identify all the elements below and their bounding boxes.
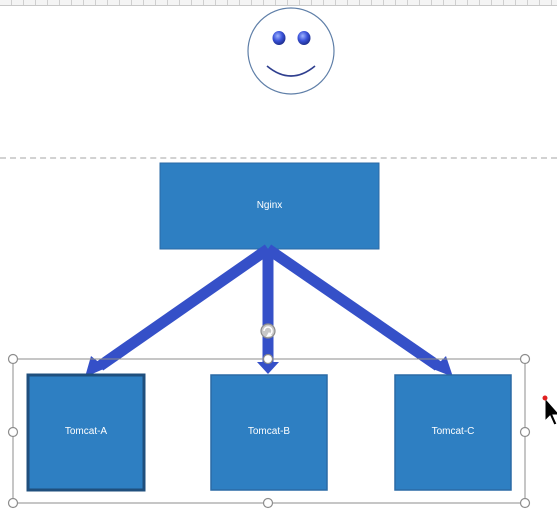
resize-handle-bottom-center	[262, 497, 274, 509]
resize-handle-middle-left	[7, 426, 19, 438]
tomcat-b-box[interactable]	[210, 374, 328, 491]
tomcat-a-box[interactable]	[26, 373, 146, 492]
resize-handle-bottom-left	[7, 497, 19, 509]
top-ruler	[0, 0, 557, 6]
nginx-box[interactable]	[159, 162, 380, 250]
resize-handle-top-center	[262, 353, 274, 365]
rotate-handle-icon[interactable]	[260, 323, 276, 339]
mouse-cursor-icon	[542, 395, 557, 426]
resize-handle-middle-right	[519, 426, 531, 438]
arrow-nginx-to-tomcat-c[interactable]	[264, 244, 453, 377]
resize-handle-top-left	[7, 353, 19, 365]
resize-handle-bottom-right	[519, 497, 531, 509]
resize-handle-top-right	[519, 353, 531, 365]
tomcat-c-box[interactable]	[394, 374, 512, 491]
selection-frame[interactable]	[7, 353, 531, 509]
arrow-nginx-to-tomcat-a[interactable]	[85, 244, 272, 377]
arrow-nginx-to-tomcat-b[interactable]	[257, 249, 279, 374]
page-break-line	[0, 157, 557, 159]
smiley-face-icon[interactable]	[247, 7, 335, 95]
